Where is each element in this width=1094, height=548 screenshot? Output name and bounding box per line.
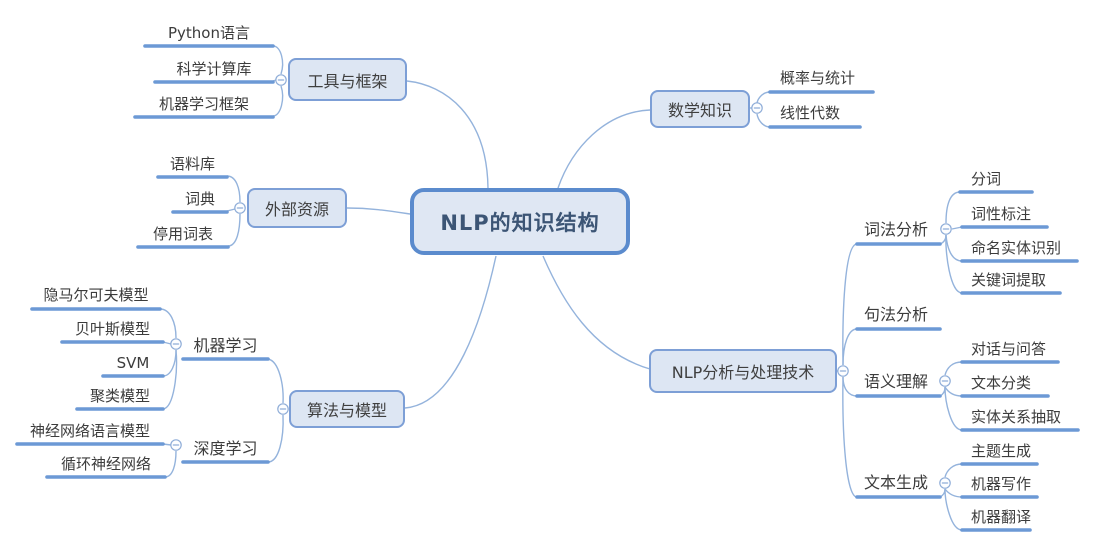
node-scientific-computing-libs[interactable]: 科学计算库 [176, 60, 252, 78]
collapse-toggles [170, 74, 952, 489]
collapse-toggle-semantic minus-circle-icon[interactable] [939, 375, 951, 387]
node-word-segmentation[interactable]: 分词 [971, 170, 1002, 188]
connector [226, 208, 236, 212]
node-rnn[interactable]: 循环神经网络 [60, 455, 151, 473]
connector [267, 358, 284, 404]
central-connectors [346, 80, 651, 409]
node-text-generation[interactable]: 文本生成 [864, 473, 929, 492]
connector [944, 361, 963, 376]
central-topic[interactable]: NLP的知识结构 [410, 188, 630, 255]
node-linear-algebra[interactable]: 线性代数 [780, 104, 841, 122]
connector [162, 349, 177, 377]
connector [944, 488, 963, 498]
connector [162, 349, 178, 410]
connector [557, 109, 651, 189]
node-lexical-analysis[interactable]: 词法分析 [864, 220, 929, 239]
connector [272, 45, 284, 75]
node-ml-frameworks[interactable]: 机器学习框架 [158, 95, 249, 113]
collapse-toggle-nlp-tech minus-circle-icon[interactable] [837, 365, 849, 377]
node-corpus[interactable]: 语料库 [169, 155, 215, 173]
node-pos-tagging[interactable]: 词性标注 [971, 205, 1032, 223]
connector [944, 488, 963, 531]
connector [756, 113, 771, 128]
connector [945, 234, 963, 294]
connector [842, 243, 858, 366]
connector [944, 386, 963, 431]
node-probability-statistics[interactable]: 概率与统计 [780, 69, 856, 87]
node-dictionary[interactable]: 词典 [184, 190, 215, 208]
node-dialogue-qa[interactable]: 对话与问答 [971, 340, 1047, 358]
node-nn-language-model[interactable]: 神经网络语言模型 [29, 422, 150, 440]
node-machine-learning[interactable]: 机器学习 [193, 336, 258, 355]
node-stopword-list[interactable]: 停用词表 [152, 225, 213, 243]
branch-nlp-tech[interactable]: NLP分析与处理技术 [649, 349, 837, 393]
connector [346, 207, 411, 215]
connector [945, 191, 961, 224]
collapse-toggle-algorithms minus-circle-icon[interactable] [277, 403, 289, 415]
collapse-toggle-deep-learning minus-circle-icon[interactable] [170, 439, 182, 451]
collapse-toggle-machine-learning minus-circle-icon[interactable] [170, 338, 182, 350]
connector [404, 255, 497, 409]
node-entity-relation-extraction[interactable]: 实体关系抽取 [971, 408, 1062, 426]
node-bayesian-model[interactable]: 贝叶斯模型 [74, 320, 150, 338]
branch-tools[interactable]: 工具与框架 [288, 58, 407, 101]
connector [272, 85, 284, 117]
node-clustering-model[interactable]: 聚类模型 [89, 387, 150, 405]
connector [842, 376, 858, 397]
connector [164, 450, 177, 478]
node-semantic-understanding[interactable]: 语义理解 [864, 372, 929, 391]
node-machine-writing[interactable]: 机器写作 [971, 475, 1032, 493]
connector [226, 175, 241, 203]
node-topic-generation[interactable]: 主题生成 [971, 442, 1032, 460]
connector [944, 386, 963, 397]
connector [842, 376, 858, 498]
connector [267, 414, 284, 463]
node-keyword-extraction[interactable]: 关键词提取 [971, 271, 1047, 289]
branch-resources[interactable]: 外部资源 [247, 188, 347, 228]
collapse-toggle-tools minus-circle-icon[interactable] [275, 74, 287, 86]
node-text-classification[interactable]: 文本分类 [971, 374, 1032, 392]
connector [842, 328, 858, 366]
connector [945, 234, 963, 262]
node-underlines [15, 44, 1080, 532]
connector [159, 308, 177, 339]
node-python-language[interactable]: Python语言 [168, 24, 250, 42]
collapse-toggle-resources minus-circle-icon[interactable] [234, 202, 246, 214]
node-syntactic-analysis[interactable]: 句法分析 [864, 305, 929, 324]
node-deep-learning[interactable]: 深度学习 [193, 439, 258, 458]
connector [227, 213, 241, 247]
connector [542, 255, 651, 370]
connector [756, 91, 771, 104]
collapse-toggle-lexical minus-circle-icon[interactable] [940, 223, 952, 235]
node-hmm[interactable]: 隐马尔可夫模型 [43, 286, 149, 304]
connector [944, 463, 963, 478]
branch-math[interactable]: 数学知识 [650, 90, 750, 128]
node-machine-translation[interactable]: 机器翻译 [971, 508, 1032, 526]
branch-algorithms[interactable]: 算法与模型 [289, 390, 405, 428]
node-svm[interactable]: SVM [116, 354, 150, 372]
collapse-toggle-textgen minus-circle-icon[interactable] [939, 477, 951, 489]
node-named-entity-recognition[interactable]: 命名实体识别 [971, 239, 1062, 257]
collapse-toggle-math minus-circle-icon[interactable] [751, 102, 763, 114]
connector [406, 80, 489, 189]
